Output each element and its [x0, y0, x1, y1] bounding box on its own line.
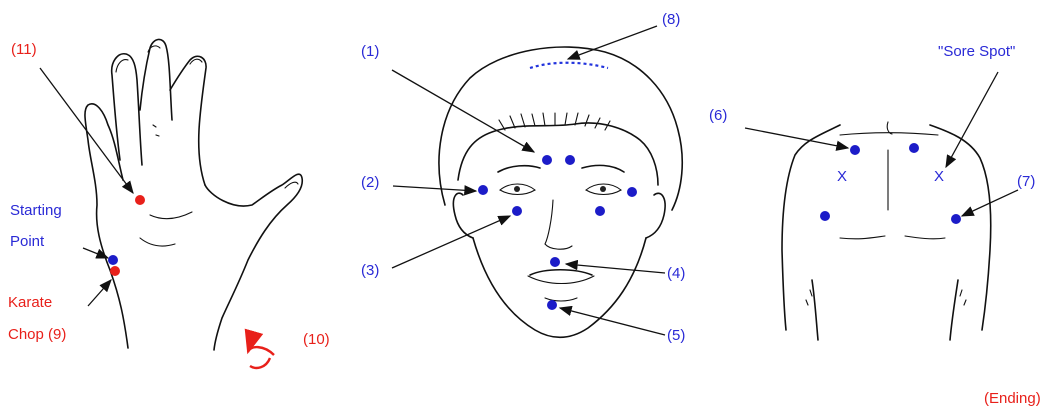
sore-spot-x-left: X	[837, 168, 848, 185]
label-point-11: (11)	[11, 41, 37, 58]
label-starting: Starting	[10, 202, 62, 219]
tapping-points	[108, 143, 961, 310]
point-2b	[627, 187, 637, 197]
point-7a	[820, 211, 830, 221]
label-sore-spot: "Sore Spot"	[938, 43, 1016, 60]
point-9-red	[110, 266, 120, 276]
label-point-2: (2)	[361, 174, 380, 191]
label-point-6: (6)	[709, 107, 728, 124]
label-point-10: (10)	[303, 331, 330, 348]
point-1a	[542, 155, 552, 165]
point-6b	[909, 143, 919, 153]
label-point-3: (3)	[361, 262, 380, 279]
point-3a	[512, 206, 522, 216]
point-5	[547, 300, 557, 310]
label-point-8: (8)	[662, 11, 681, 28]
label-ending: (Ending)	[984, 390, 1041, 407]
point-7b	[951, 214, 961, 224]
label-point-5: (5)	[667, 327, 686, 344]
label-point-4: (4)	[667, 265, 686, 282]
label-point: Point	[10, 233, 45, 250]
torso-drawing	[781, 121, 992, 341]
label-point-1: (1)	[361, 43, 380, 60]
point-4	[550, 257, 560, 267]
label-chop-9: Chop (9)	[8, 326, 67, 343]
label-point-7: (7)	[1017, 173, 1036, 190]
pointer-arrows	[39, 25, 1019, 370]
point-2a	[478, 185, 488, 195]
hand-drawing	[84, 38, 304, 351]
label-karate: Karate	[8, 294, 53, 311]
point-start-blue	[108, 255, 118, 265]
sore-spot-x-right: X	[934, 168, 945, 185]
point-11-red	[135, 195, 145, 205]
point-3b	[595, 206, 605, 216]
point-1b	[565, 155, 575, 165]
face-drawing	[438, 46, 684, 339]
point-6a	[850, 145, 860, 155]
